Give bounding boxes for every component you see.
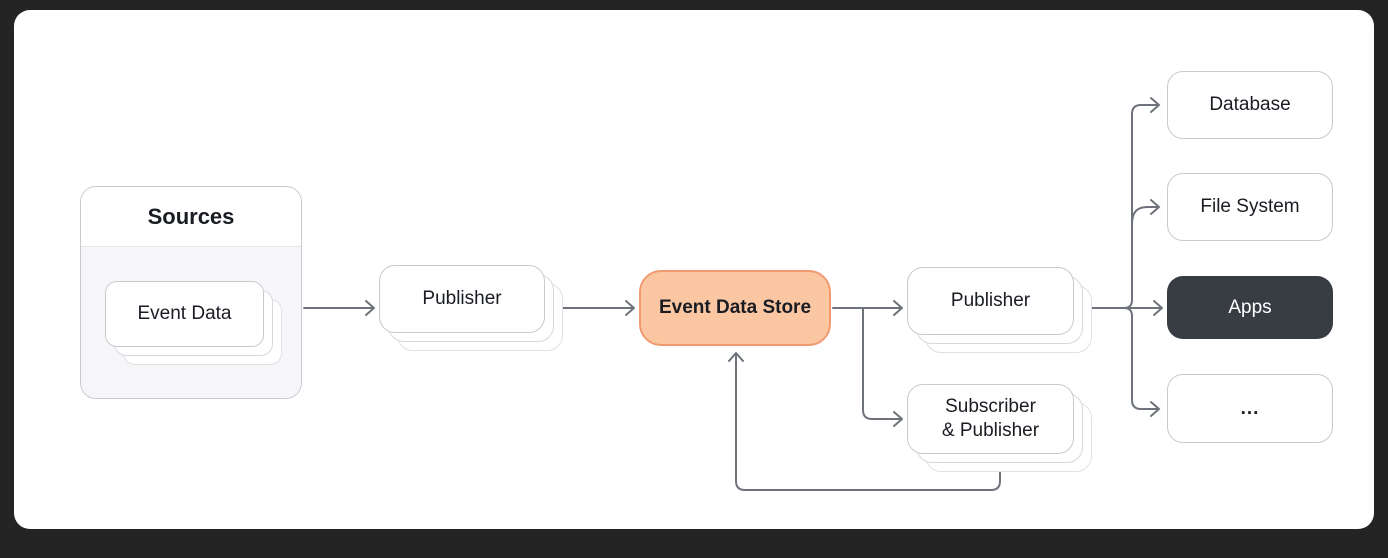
arrow-sources-to-publisher — [303, 300, 375, 316]
subscriber-publisher-node: Subscriber & Publisher — [907, 384, 1092, 472]
publisher-left-label: Publisher — [379, 265, 545, 333]
more-targets-node: ... — [1167, 374, 1333, 443]
more-targets-label: ... — [1167, 374, 1333, 443]
publisher-line: & Publisher — [941, 420, 1040, 441]
arrow-store-to-publisher — [832, 300, 903, 316]
publisher-left-node: Publisher — [379, 265, 563, 351]
event-data-node: Event Data — [105, 281, 282, 365]
diagram-panel: Sources Event Data Publisher Event Data … — [14, 10, 1374, 529]
arrow-trunk-to-more — [1123, 307, 1160, 417]
subscriber-publisher-label: Subscriber & Publisher — [907, 384, 1074, 454]
publisher-right-label: Publisher — [907, 267, 1074, 335]
event-data-store-node: Event Data Store — [639, 270, 831, 346]
subscriber-line: Subscriber — [945, 396, 1036, 418]
sources-group: Sources Event Data — [80, 186, 302, 399]
event-data-label: Event Data — [105, 281, 264, 347]
arrow-publisher-to-store — [562, 300, 635, 316]
apps-node: Apps — [1167, 276, 1333, 339]
file-system-node: File System — [1167, 173, 1333, 241]
arrow-trunk-to-database — [1123, 97, 1160, 309]
file-system-label: File System — [1167, 173, 1333, 241]
publisher-right-node: Publisher — [907, 267, 1092, 353]
database-node: Database — [1167, 71, 1333, 139]
sources-body: Event Data — [81, 247, 301, 398]
sources-title: Sources — [81, 187, 301, 247]
arrow-publisher-to-apps — [1091, 300, 1163, 316]
arrow-trunk-to-file-system — [1131, 199, 1160, 225]
event-data-store-label: Event Data Store — [639, 270, 831, 346]
database-label: Database — [1167, 71, 1333, 139]
apps-label: Apps — [1167, 276, 1333, 339]
arrow-store-to-subscriber — [862, 308, 903, 427]
